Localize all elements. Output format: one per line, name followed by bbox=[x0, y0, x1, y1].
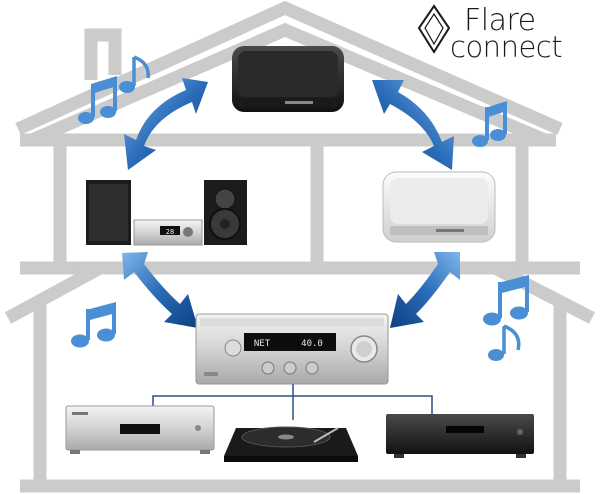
music-note-icons bbox=[71, 55, 529, 361]
music-note-icon bbox=[488, 324, 521, 361]
mini-system-display: 28 bbox=[166, 228, 174, 236]
music-note-icon bbox=[483, 275, 529, 326]
flare-connect-logo: Flare connect bbox=[450, 3, 600, 64]
double-arrow-icon bbox=[390, 252, 460, 328]
wireless-speaker-top bbox=[232, 46, 344, 112]
logo-line-2: connect bbox=[450, 30, 563, 64]
double-arrow-icon bbox=[372, 80, 454, 170]
turntable bbox=[224, 426, 358, 462]
logo-line-1: Flare bbox=[464, 3, 536, 38]
music-note-icon bbox=[472, 101, 507, 147]
double-arrow-icon bbox=[124, 78, 208, 170]
mini-system: 28 bbox=[86, 180, 247, 246]
connection-arrows bbox=[122, 78, 460, 328]
double-arrow-icon bbox=[122, 252, 198, 328]
receiver-display-right: 40.0 bbox=[301, 339, 323, 349]
music-note-icon bbox=[71, 302, 116, 348]
music-note-icon bbox=[119, 55, 150, 93]
receiver-display-left: NET bbox=[254, 339, 271, 349]
music-note-icon bbox=[78, 76, 117, 124]
network-receiver: NET 40.0 bbox=[195, 313, 389, 385]
connection-lines bbox=[152, 384, 433, 420]
wireless-speaker-white bbox=[382, 171, 496, 243]
bluray-player bbox=[386, 414, 534, 458]
cd-player bbox=[65, 405, 215, 454]
diamond-logo-icon bbox=[417, 4, 451, 54]
